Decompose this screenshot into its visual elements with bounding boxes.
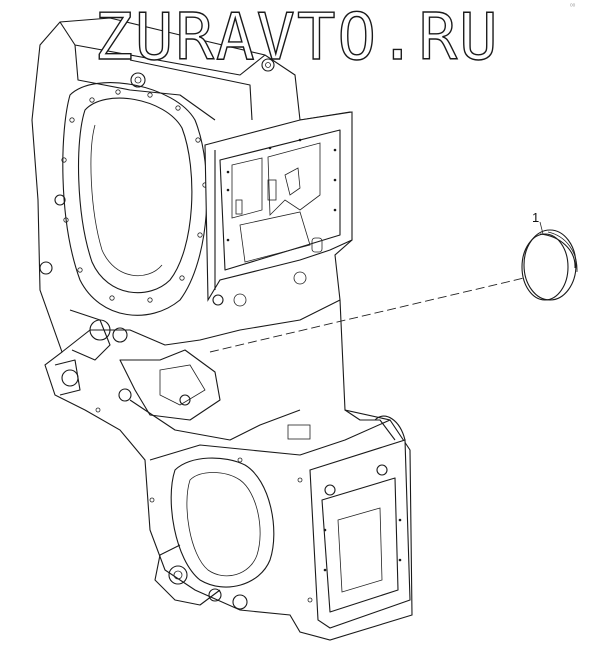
corner-mark: ᵒᵒ [570, 3, 576, 10]
leader-line [209, 277, 525, 353]
cover-plug [521, 229, 578, 301]
callout-label: 1 [532, 210, 540, 225]
transmission-housing [31, 17, 413, 641]
callout-leader [539, 221, 544, 235]
